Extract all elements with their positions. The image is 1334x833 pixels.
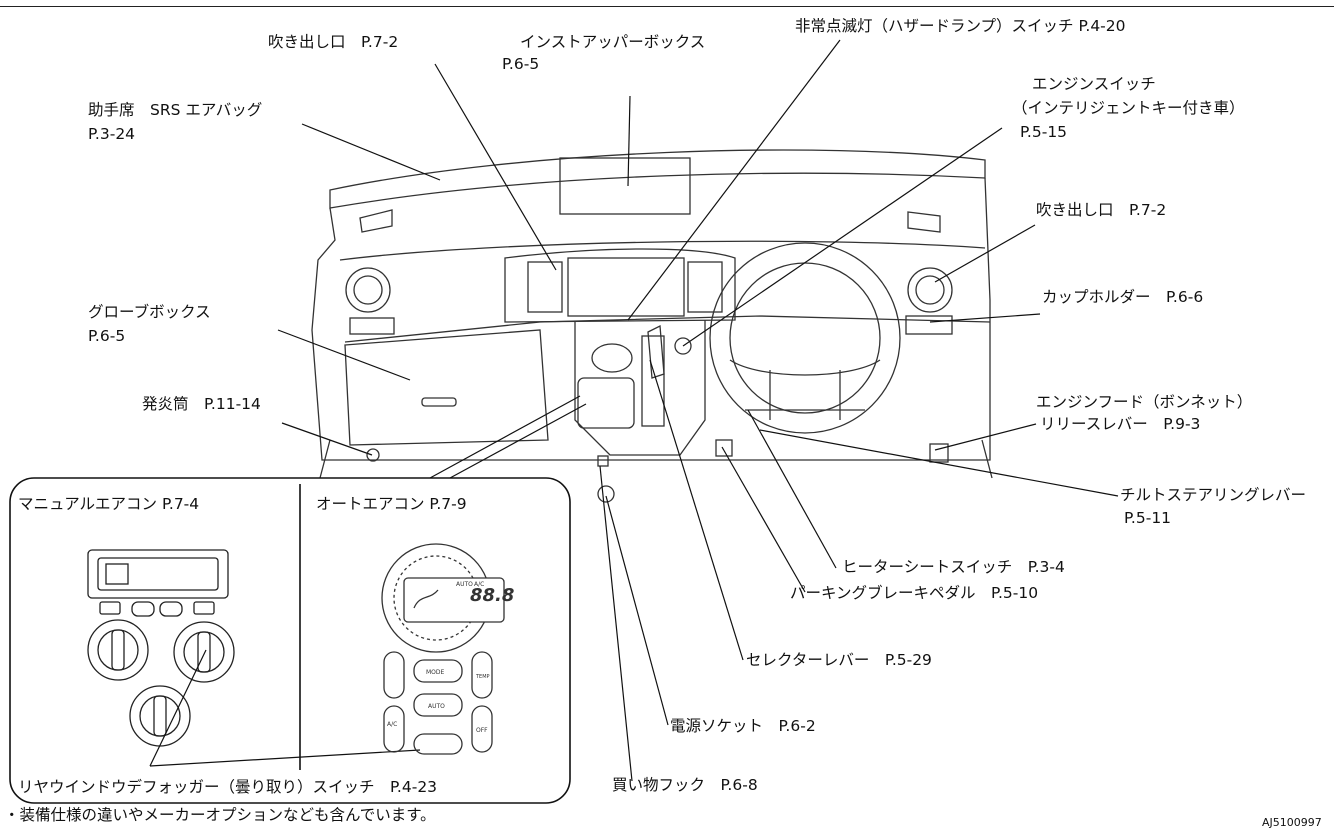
left-defrost-vent [359,209,393,233]
ac-display-ac: A/C [474,581,484,588]
footer-note: ・装備仕様の違いやメーカーオプションなども含んでいます。 [4,806,436,824]
dash-lower-line [344,315,991,343]
label-hood-release: エンジンフード（ボンネット） [1036,393,1253,411]
auto-button-label: AUTO [428,703,445,710]
label-tilt-lever-page: P.5-11 [1124,509,1172,527]
figure-code: AJ5100997 [1262,816,1322,829]
flare-shape [366,448,380,462]
selector-knob [647,324,665,379]
label-auto-ac: オートエアコン P.7-9 [316,495,467,513]
inset-box [9,477,571,804]
label-cup-holder: カップホルダー P.6-6 [1042,288,1204,306]
ac-display-readout: 88.8 [470,585,514,606]
hood-lever-shape [929,443,949,463]
label-passenger-airbag: 助手席 SRS エアバッグ [88,101,263,119]
console-dial [591,343,633,373]
center-vent-right [687,261,723,313]
label-engine-switch-page: P.5-15 [1020,123,1068,141]
ac-button-label: A/C [387,721,397,728]
ac-panel [577,377,635,429]
dash-top-edge [329,149,986,209]
center-vent-left [527,261,563,313]
label-vent-right: 吹き出し口 P.7-2 [1036,201,1167,219]
label-passenger-airbag-page: P.3-24 [88,125,136,143]
label-heater-seat: ヒーターシートスイッチ P.3-4 [842,558,1065,576]
leader-lines [277,39,1119,782]
mode-button-label: MODE [426,669,445,676]
ac-display-auto: AUTO [456,581,473,588]
label-glove-box: グローブボックス [88,303,211,321]
label-hazard-switch: 非常点滅灯（ハザードランプ）スイッチ P.4-20 [795,17,1126,35]
dash-body [311,177,991,461]
label-engine-switch: エンジンスイッチ [1032,75,1156,93]
label-manual-ac: マニュアルエアコン P.7-4 [18,495,200,513]
socket-shape [597,485,615,503]
label-hood-release-2: リリースレバー P.9-3 [1040,415,1201,433]
glovebox-shape [344,329,549,446]
temp-button-label: TEMP [475,674,490,680]
label-engine-switch-note: （インテリジェントキー付き車） [1012,99,1245,117]
steering-wheel [709,242,901,434]
right-defrost-vent [907,211,941,233]
upper-box-shape [559,157,691,215]
dash-crease [339,240,986,261]
label-instrument-box-page: P.6-5 [502,55,540,73]
glovebox-handle [421,397,457,407]
center-display [567,257,685,317]
manual-ac-panel [87,549,235,747]
engine-switch-shape [674,337,692,355]
center-panel [504,248,736,323]
label-parking-brake: パーキングブレーキペダル P.5-10 [790,584,1039,602]
label-vent-center: 吹き出し口 P.7-2 [268,33,399,51]
off-button-label: OFF [476,727,488,734]
label-power-socket: 電源ソケット P.6-2 [670,717,816,735]
auto-ac-panel [381,543,505,755]
hook-shape [597,455,609,467]
right-cupholder [905,315,953,335]
left-cupholder [349,317,395,335]
label-flare: 発炎筒 P.11-14 [142,395,261,413]
selector-gate [641,335,665,427]
label-selector-lever: セレクターレバー P.5-29 [746,651,932,669]
console [574,320,706,456]
label-glove-box-page: P.6-5 [88,327,126,345]
label-tilt-lever: チルトステアリングレバー [1120,486,1307,504]
label-instrument-box: インストアッパーボックス [520,33,706,51]
top-border [0,6,1334,7]
label-rear-defogger: リヤウインドウデフォッガー（曇り取り）スイッチ P.4-23 [18,778,438,796]
label-shopping-hook: 買い物フック P.6-8 [612,776,758,794]
parking-pedal-shape [715,439,733,457]
